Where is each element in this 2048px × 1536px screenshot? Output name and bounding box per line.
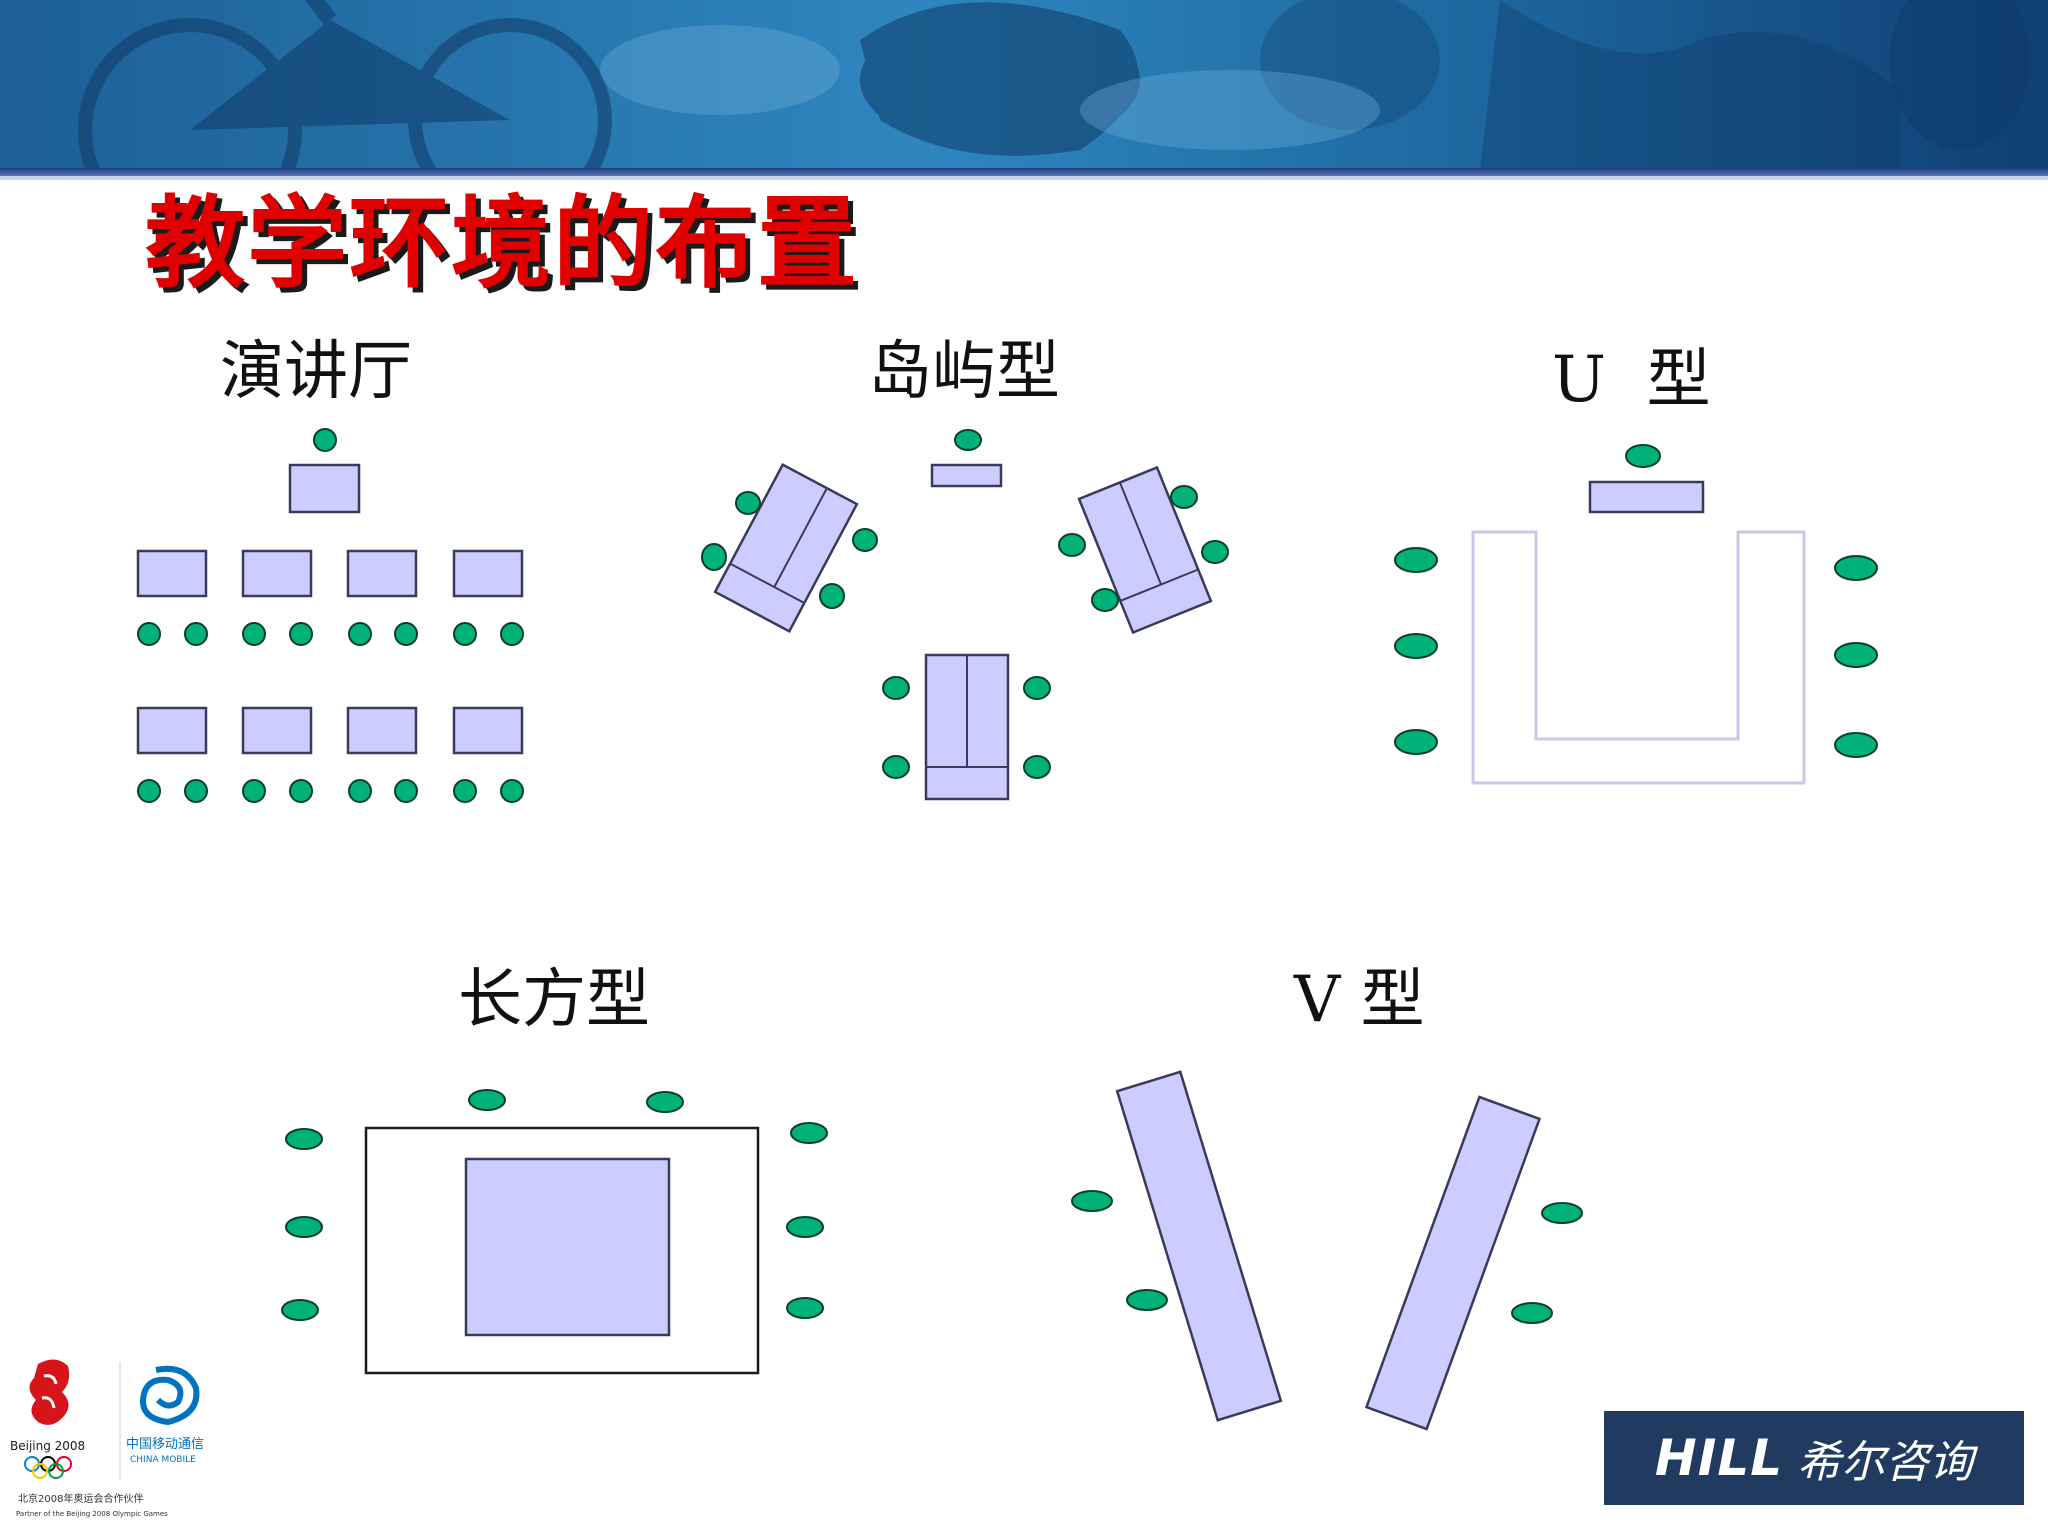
- v-shape-diagram: [1071, 1070, 1583, 1431]
- speaker-seat: [954, 429, 982, 451]
- podium-table: [1588, 480, 1705, 514]
- seat: [137, 622, 161, 646]
- seat: [1541, 1202, 1583, 1224]
- seat: [882, 755, 910, 779]
- header-banner: [0, 0, 2048, 180]
- label-u-shape: U 型: [1552, 343, 1711, 417]
- seat: [289, 622, 313, 646]
- seat: [184, 622, 208, 646]
- seat: [1023, 676, 1051, 700]
- seat: [790, 1122, 828, 1144]
- desk: [452, 706, 524, 755]
- label-lecture-hall: 演讲厅: [220, 335, 412, 409]
- hill-consulting-logo-icon: HILL 希尔咨询: [1604, 1411, 2024, 1505]
- seat: [1058, 533, 1086, 557]
- seat: [701, 543, 727, 571]
- island-diagram: [701, 429, 1229, 801]
- seat: [646, 1091, 684, 1113]
- desk: [452, 549, 524, 598]
- seat: [1091, 588, 1119, 612]
- seat: [137, 779, 161, 803]
- seat: [1170, 485, 1198, 509]
- seat: [1071, 1190, 1113, 1212]
- label-rectangle: 长方型: [458, 963, 650, 1037]
- u-shaped-table: [1471, 530, 1806, 785]
- seat: [1394, 729, 1438, 755]
- seat: [1126, 1289, 1168, 1311]
- partner-en: Partner of the Beijing 2008 Olympic Game…: [16, 1510, 168, 1518]
- beijing-2008-text: Beijing 2008: [10, 1439, 85, 1453]
- seat: [1023, 755, 1051, 779]
- seat: [285, 1216, 323, 1238]
- seat: [453, 779, 477, 803]
- hill-chinese-name: 希尔咨询: [1797, 1437, 1974, 1488]
- island-table-left: [713, 463, 859, 633]
- sponsor-logos: Beijing 2008 中国移动通信 CHINA MOBILE 北京2008年…: [10, 1359, 204, 1518]
- seat: [1834, 732, 1878, 758]
- seat: [285, 1128, 323, 1150]
- u-shape-diagram: [1394, 444, 1878, 785]
- desk: [346, 549, 418, 598]
- desk: [241, 706, 313, 755]
- seat: [1834, 642, 1878, 668]
- china-mobile-logo-icon: [140, 1365, 200, 1426]
- desk: [136, 706, 208, 755]
- seat: [394, 622, 418, 646]
- seat: [289, 779, 313, 803]
- china-mobile-en: CHINA MOBILE: [130, 1455, 196, 1465]
- rectangle-diagram: [281, 1089, 828, 1375]
- label-island: 岛屿型: [868, 335, 1060, 409]
- seat: [819, 583, 845, 609]
- podium-table: [288, 463, 361, 514]
- speaker-seat: [1625, 444, 1661, 468]
- beijing-2008-emblem-icon: [29, 1359, 70, 1425]
- seat: [242, 779, 266, 803]
- seat: [1834, 555, 1878, 581]
- v-table-left: [1115, 1070, 1283, 1422]
- seat: [786, 1216, 824, 1238]
- seat: [1394, 547, 1438, 573]
- speaker-seat: [313, 428, 337, 452]
- seat: [882, 676, 910, 700]
- olympic-rings-icon: [24, 1456, 72, 1479]
- page-title: 教学环境的布置: [145, 184, 859, 302]
- seat: [394, 779, 418, 803]
- seat: [184, 779, 208, 803]
- seat: [786, 1297, 824, 1319]
- desk: [346, 706, 418, 755]
- partner-cn: 北京2008年奥运会合作伙伴: [18, 1492, 143, 1505]
- island-table-right: [1077, 465, 1213, 635]
- seat: [242, 622, 266, 646]
- desk: [136, 549, 208, 598]
- rectangle-inner-table: [464, 1157, 671, 1337]
- lecture-hall-diagram: [136, 428, 524, 803]
- seat: [852, 528, 878, 552]
- seat: [1201, 540, 1229, 564]
- label-v-shape: V 型: [1294, 963, 1425, 1037]
- island-table-bottom: [924, 653, 1010, 801]
- seat: [348, 622, 372, 646]
- seat: [735, 491, 761, 515]
- hill-brand: HILL: [1654, 1429, 1784, 1487]
- seat: [453, 622, 477, 646]
- desk: [241, 549, 313, 598]
- hill-logo-text: HILL 希尔咨询: [1604, 1411, 2024, 1505]
- seat: [500, 622, 524, 646]
- seat: [468, 1089, 506, 1111]
- seat: [500, 779, 524, 803]
- seat: [281, 1299, 319, 1321]
- seat: [1511, 1302, 1553, 1324]
- v-table-right: [1364, 1095, 1542, 1431]
- seat: [348, 779, 372, 803]
- podium-table: [930, 463, 1003, 488]
- seat: [1394, 633, 1438, 659]
- china-mobile-cn: 中国移动通信: [126, 1437, 204, 1452]
